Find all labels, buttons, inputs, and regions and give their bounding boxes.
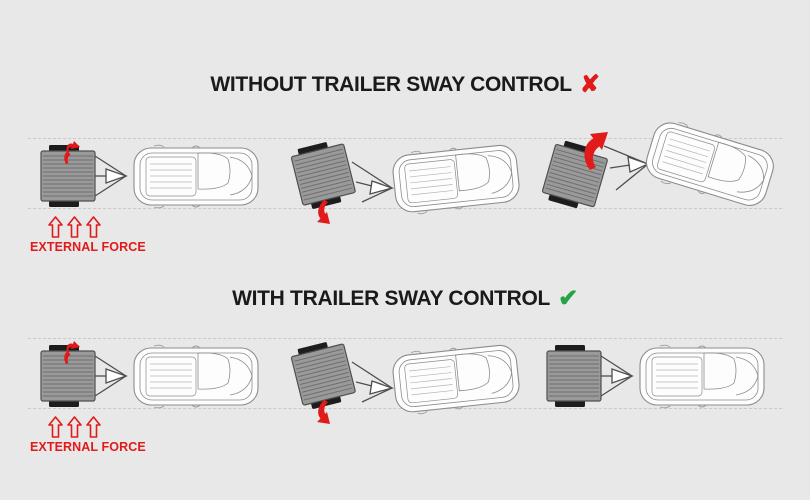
panel-with-step-1: EXTERNAL FORCE (30, 341, 270, 454)
sway-arrow-down-large (317, 200, 330, 224)
trailer-ribs (43, 155, 93, 197)
red-x-icon: ✘ (579, 71, 600, 98)
car-mirrors (660, 122, 723, 194)
trailer-hitch (603, 145, 650, 191)
trailer-ribs (294, 348, 353, 401)
car-roof-lines (150, 163, 192, 189)
external-force-arrow-icon (48, 216, 63, 238)
car-mirrors (153, 344, 201, 409)
trailer-hitch (351, 161, 395, 203)
external-force-arrows-with (48, 416, 146, 438)
trailer-with-step-3 (546, 345, 634, 407)
panel-without-step-1: EXTERNAL FORCE (30, 141, 270, 254)
external-force-label: EXTERNAL FORCE (30, 240, 146, 254)
car-roof-lines (408, 366, 454, 396)
rig-with-step-3 (546, 344, 765, 409)
sway-arrow-up-small (64, 341, 80, 364)
external-force-label: EXTERNAL FORCE (30, 440, 146, 454)
panel-with-step-2 (290, 340, 531, 424)
section-title-with: WITH TRAILER SWAY CONTROL ✔ (0, 284, 810, 313)
rig-with-step-2 (290, 342, 520, 424)
car-roof-lines (656, 363, 698, 389)
car-without-step-2 (392, 144, 520, 215)
rig-with-step-1 (40, 341, 259, 409)
panel-without-step-3 (541, 122, 796, 224)
trailer-hitch (94, 355, 128, 397)
car-roof-lines (150, 363, 192, 389)
panel-with-step-3 (546, 342, 776, 412)
sway-arrow-up-large (584, 132, 608, 170)
car-mirrors (410, 347, 464, 415)
panel-without-step-2 (290, 140, 531, 224)
trailer-with-step-1 (40, 341, 128, 407)
external-force-arrow-icon (67, 416, 82, 438)
trailer-ribs (43, 355, 93, 397)
trailer-ribs (294, 148, 353, 201)
car-roof-lines (408, 166, 454, 196)
external-force-arrow-icon (86, 216, 101, 238)
sway-arrow-down-large (317, 400, 330, 424)
rig-without-step-3 (541, 122, 774, 209)
car-with-step-3 (639, 344, 765, 409)
trailer-without-step-1 (40, 141, 128, 207)
sway-arrow-up-small (64, 141, 80, 164)
rig-without-step-2 (290, 142, 520, 224)
external-force-arrow-icon (67, 216, 82, 238)
trailer-hitch (600, 355, 634, 397)
section-title-without-text: WITHOUT TRAILER SWAY CONTROL (210, 73, 572, 96)
trailer-with-step-2 (290, 342, 356, 409)
car-mirrors (410, 147, 464, 215)
car-mirrors (659, 344, 707, 409)
car-roof-lines (662, 138, 710, 175)
trailer-ribs (549, 355, 599, 397)
trailer-without-step-2 (290, 142, 356, 209)
external-force-arrows-without (48, 216, 146, 238)
rig-without-step-1 (40, 141, 259, 209)
trailer-hitch (351, 361, 395, 403)
lane-line-top-row2 (28, 338, 782, 339)
car-without-step-3 (645, 122, 774, 206)
external-force-group-with: EXTERNAL FORCE (30, 416, 146, 454)
car-mirrors (153, 144, 201, 209)
section-title-without: WITHOUT TRAILER SWAY CONTROL ✘ (0, 70, 810, 99)
section-title-with-text: WITH TRAILER SWAY CONTROL (232, 287, 551, 310)
trailer-without-step-3 (541, 140, 608, 209)
car-with-step-1 (133, 344, 259, 409)
external-force-arrow-icon (86, 416, 101, 438)
lane-line-top-row1 (28, 138, 782, 139)
external-force-group-without: EXTERNAL FORCE (30, 216, 146, 254)
trailer-hitch (94, 155, 128, 197)
car-without-step-1 (133, 144, 259, 209)
car-with-step-2 (392, 344, 520, 415)
external-force-arrow-icon (48, 416, 63, 438)
green-check-icon: ✔ (558, 285, 578, 312)
trailer-ribs (545, 148, 605, 203)
